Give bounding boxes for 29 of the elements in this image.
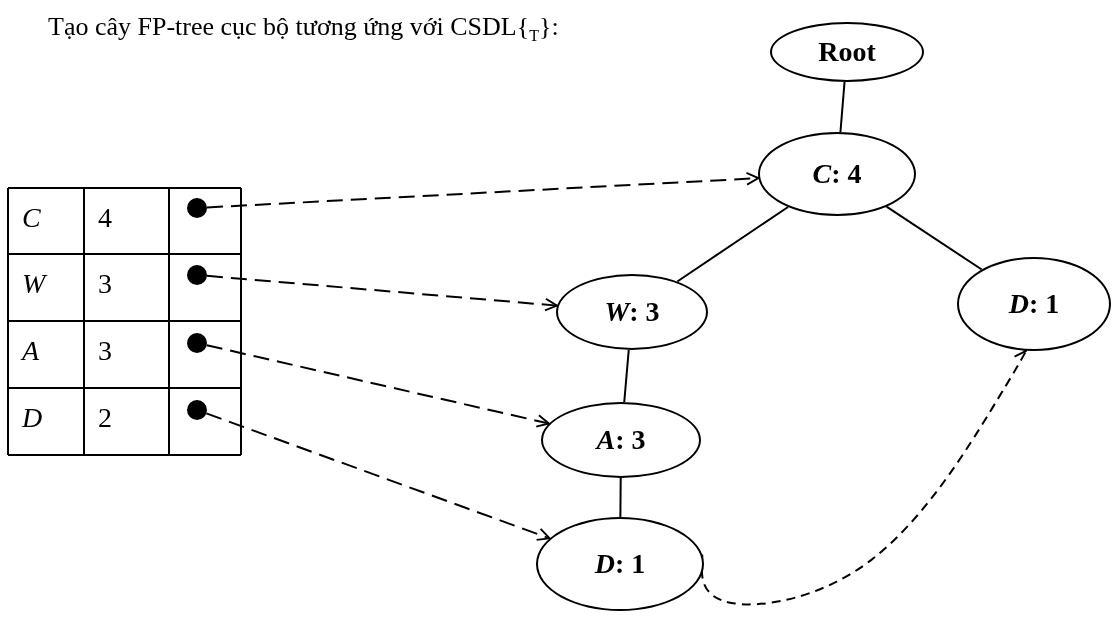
node-label: D: 1 bbox=[594, 548, 646, 580]
item-cell: W bbox=[22, 268, 46, 300]
dashed-arrow bbox=[205, 274, 559, 312]
dashed-arrow bbox=[205, 412, 551, 541]
node-label: D: 1 bbox=[1008, 288, 1060, 320]
count-cell: 2 bbox=[98, 402, 112, 434]
item-cell: A bbox=[22, 335, 40, 367]
node-label: C: 4 bbox=[812, 158, 862, 190]
count-cell: 3 bbox=[98, 268, 112, 300]
dashed-arrow bbox=[206, 172, 760, 209]
count-cell: 3 bbox=[98, 335, 112, 367]
node-label: W: 3 bbox=[604, 296, 660, 328]
tree-link bbox=[885, 205, 983, 271]
pointer-dot bbox=[187, 265, 207, 285]
count-cell: 4 bbox=[98, 202, 112, 234]
dashed-arrow bbox=[205, 344, 550, 428]
node-label: Root bbox=[818, 36, 876, 68]
pointer-dot bbox=[187, 198, 207, 218]
item-cell: C bbox=[22, 202, 41, 234]
pointer-dot bbox=[187, 400, 207, 420]
tree-link bbox=[839, 81, 846, 134]
pointer-dot bbox=[187, 333, 207, 353]
node-label: A: 3 bbox=[596, 424, 646, 456]
tree-link bbox=[623, 348, 630, 404]
tree-link bbox=[676, 205, 790, 283]
tree-link bbox=[619, 477, 622, 518]
dashed-arrow bbox=[700, 349, 1028, 606]
item-cell: D bbox=[22, 402, 43, 434]
title: Tạo cây FP-tree cục bộ tương ứng với CSDL{$_{T}$}: bbox=[48, 12, 559, 46]
